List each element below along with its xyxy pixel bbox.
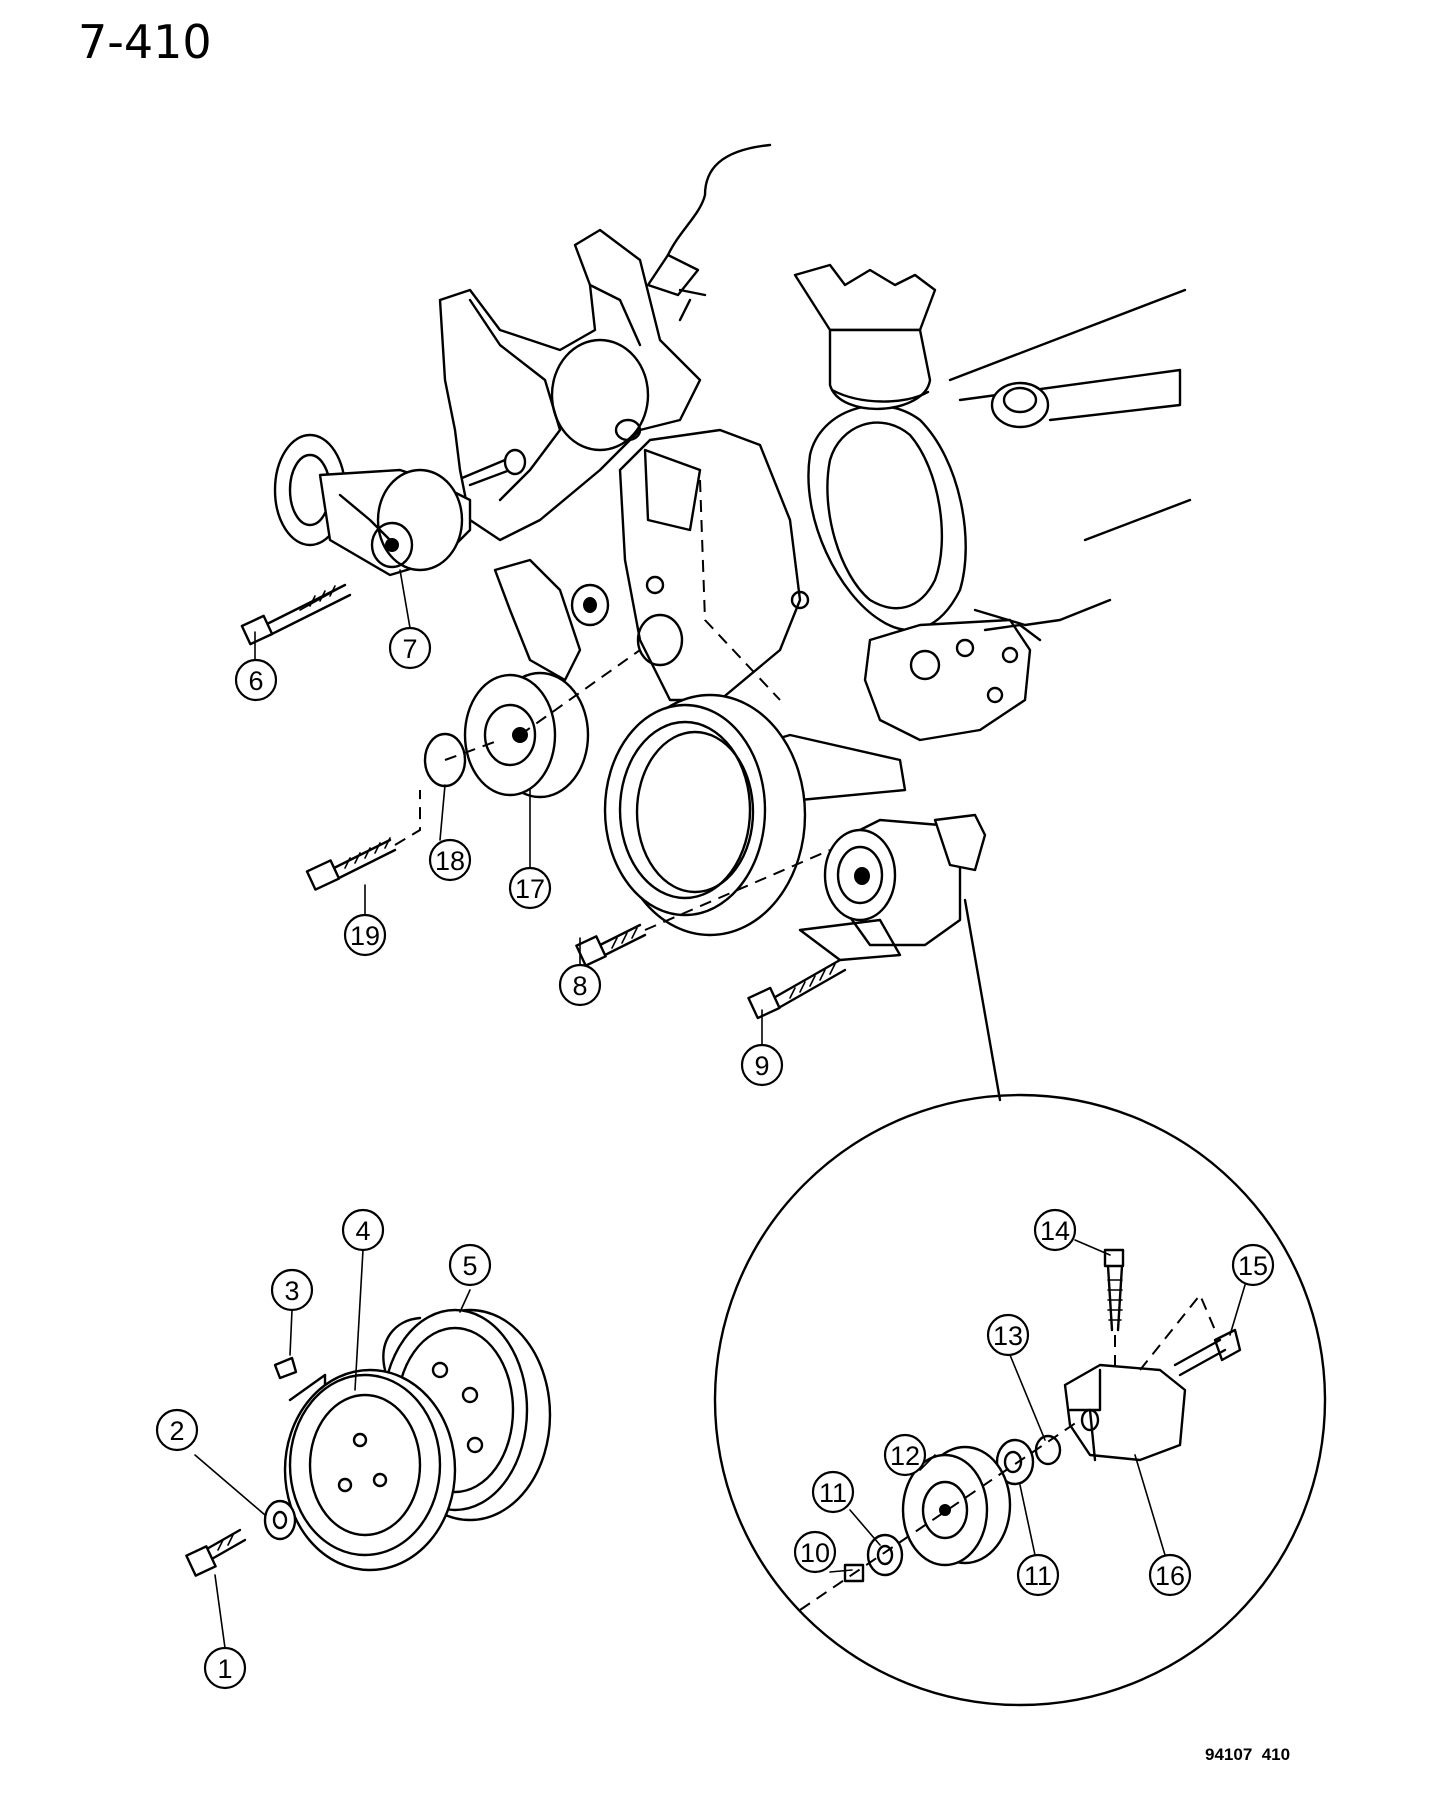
bolt-19 xyxy=(305,790,421,891)
callout-11-spacer: 11 xyxy=(1016,1553,1060,1597)
svg-text:18: 18 xyxy=(435,846,465,876)
svg-text:16: 16 xyxy=(1155,1561,1185,1591)
callout-8: 8 xyxy=(558,963,602,1007)
callout-1: 1 xyxy=(203,1646,247,1690)
svg-text:19: 19 xyxy=(350,921,380,951)
callout-7: 7 xyxy=(388,626,432,670)
svg-text:15: 15 xyxy=(1238,1251,1268,1281)
callout-15: 15 xyxy=(1231,1243,1275,1287)
water-pump-pulley-group xyxy=(185,1308,552,1577)
svg-text:10: 10 xyxy=(800,1538,830,1568)
svg-text:8: 8 xyxy=(572,971,587,1001)
engine-assembly xyxy=(438,143,1192,802)
callout-9: 9 xyxy=(740,1043,784,1087)
figure-code: 94107 410 xyxy=(1205,1745,1290,1764)
callout-4: 4 xyxy=(341,1208,385,1252)
svg-text:14: 14 xyxy=(1040,1216,1070,1246)
svg-text:11: 11 xyxy=(1024,1561,1052,1591)
svg-text:11: 11 xyxy=(819,1478,847,1508)
detail-view xyxy=(713,1093,1327,1707)
callout-13: 13 xyxy=(986,1313,1030,1357)
callout-11-washer: 11 xyxy=(811,1470,855,1514)
svg-text:5: 5 xyxy=(462,1251,477,1281)
svg-text:7: 7 xyxy=(402,634,417,664)
idler-pulley-17 xyxy=(463,649,641,799)
bolt-6 xyxy=(240,583,352,646)
callout-2: 2 xyxy=(155,1408,199,1452)
callout-12: 12 xyxy=(883,1433,927,1477)
svg-text:4: 4 xyxy=(355,1216,370,1246)
svg-text:13: 13 xyxy=(993,1321,1023,1351)
ac-compressor xyxy=(798,813,987,962)
svg-text:9: 9 xyxy=(754,1051,769,1081)
page-label: 7-410 xyxy=(78,15,212,69)
bolt-8 xyxy=(575,849,831,967)
callout-3: 3 xyxy=(270,1268,314,1312)
callout-18: 18 xyxy=(428,838,472,882)
svg-text:17: 17 xyxy=(515,874,545,904)
svg-text:6: 6 xyxy=(248,666,263,696)
bolt-9 xyxy=(747,958,847,1020)
detail-leader-line xyxy=(963,898,1002,1102)
svg-text:2: 2 xyxy=(169,1416,184,1446)
callout-5: 5 xyxy=(448,1243,492,1287)
callout-16: 16 xyxy=(1148,1553,1192,1597)
callout-17: 17 xyxy=(508,866,552,910)
callout-14: 14 xyxy=(1033,1208,1077,1252)
leader-lines xyxy=(194,569,1246,1649)
callout-6: 6 xyxy=(234,658,278,702)
svg-text:3: 3 xyxy=(284,1276,299,1306)
callout-19: 19 xyxy=(343,913,387,957)
crankshaft-pulley xyxy=(603,693,807,937)
svg-text:1: 1 xyxy=(217,1654,232,1684)
belt-tensioner-7 xyxy=(273,433,527,577)
svg-text:12: 12 xyxy=(890,1441,920,1471)
callout-10: 10 xyxy=(793,1530,837,1574)
